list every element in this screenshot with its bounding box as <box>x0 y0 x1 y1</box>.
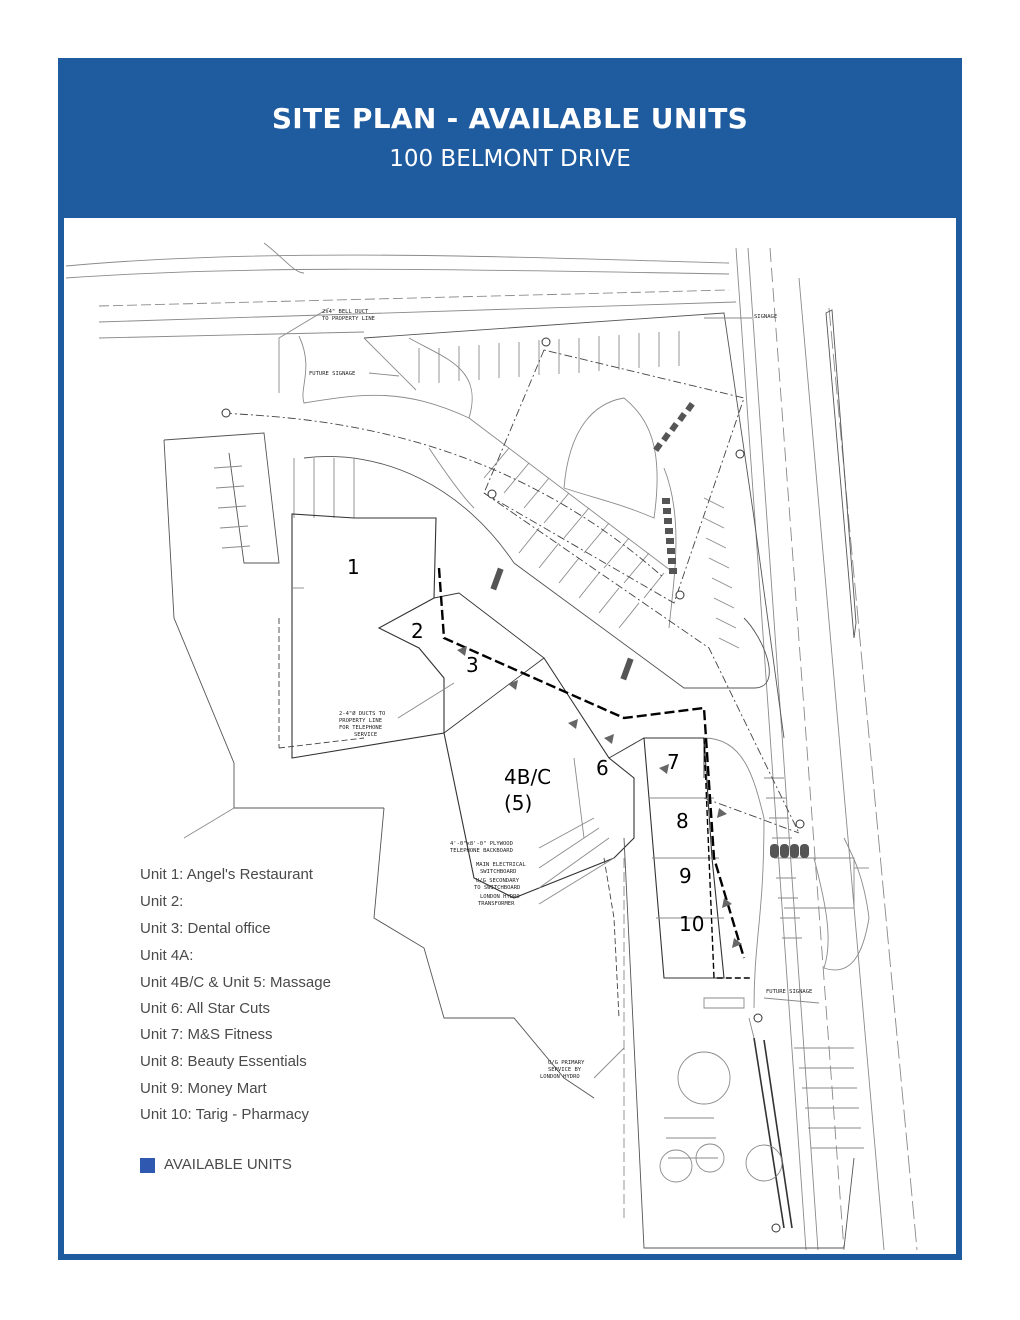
unit-number-label: 9 <box>679 864 692 888</box>
legend-unit-9: Unit 9: Money Mart <box>140 1080 267 1097</box>
header-banner: SITE PLAN - AVAILABLE UNITS 100 BELMONT … <box>58 58 962 218</box>
unit-labels: 1 2 3 4B/C(5) 6 7 8 9 10 <box>347 555 704 936</box>
secondary-label-2: TO SWITCHBOARD <box>474 885 520 891</box>
page-subtitle: 100 BELMONT DRIVE <box>389 146 631 172</box>
unit-number-label: 2 <box>411 619 424 643</box>
unit-number-label: (5) <box>504 791 532 815</box>
bell-duct-label: 2x4" BELL DUCT <box>322 309 369 315</box>
crosswalks <box>490 402 809 858</box>
unit-number-label: 1 <box>347 555 360 579</box>
legend-unit-6: Unit 6: All Star Cuts <box>140 1000 271 1017</box>
legend-unit-4a: Unit 4A: <box>140 947 194 964</box>
legend-unit-3: Unit 3: Dental office <box>140 920 271 937</box>
primary-label: U/G PRIMARY <box>548 1060 585 1066</box>
legend-unit-2: Unit 2: <box>140 893 184 910</box>
signage-label: SIGNAGE <box>754 314 777 320</box>
main-switchboard-label: MAIN ELECTRICAL <box>476 862 526 868</box>
available-units-label: AVAILABLE UNITS <box>164 1156 292 1173</box>
site-plan-drawing: 1 2 3 4B/C(5) 6 7 8 9 10 2x4" BELL DUCT TO PROPE… <box>65 242 918 1251</box>
unit-number-label: 6 <box>596 756 609 780</box>
backboard-label-2: TELEPHONE BACKBOARD <box>450 848 513 854</box>
telephone-ducts-label-3: FOR TELEPHONE <box>339 725 382 731</box>
backboard-label: 4'-0"x8'-0" PLYWOOD <box>450 841 513 847</box>
secondary-label: U/G SECONDARY <box>476 878 520 884</box>
unit-number-label: 8 <box>676 809 689 833</box>
legend-unit-4bc-5: Unit 4B/C & Unit 5: Massage <box>140 974 331 991</box>
future-signage-label-top: FUTURE SIGNAGE <box>309 371 355 377</box>
main-switchboard-label-2: SWITCHBOARD <box>480 869 516 875</box>
legend-unit-7: Unit 7: M&S Fitness <box>140 1026 273 1043</box>
unit-number-label: 10 <box>679 912 704 936</box>
unit-number-label: 7 <box>667 750 680 774</box>
telephone-ducts-label-2: PROPERTY LINE <box>339 718 382 724</box>
primary-label-3: LONDON HYDRO <box>540 1074 580 1080</box>
legend-unit-8: Unit 8: Beauty Essentials <box>140 1053 307 1070</box>
legend-unit-10: Unit 10: Tarig - Pharmacy <box>140 1106 309 1123</box>
primary-label-2: SERVICE BY <box>548 1067 582 1073</box>
light-poles <box>221 337 805 1233</box>
flow-arrows <box>457 646 742 948</box>
future-signage-label-bottom: FUTURE SIGNAGE <box>766 989 812 995</box>
annotation-labels: 2x4" BELL DUCT TO PROPERTY LINE SIGNAGE … <box>309 309 812 1080</box>
page-title: SITE PLAN - AVAILABLE UNITS <box>271 102 749 135</box>
transformer-label: LONDON HYDRO <box>480 894 520 900</box>
legend-unit-1: Unit 1: Angel's Restaurant <box>140 866 313 883</box>
available-units-swatch <box>140 1158 155 1173</box>
site-plan-sheet: 1 2 3 4B/C(5) 6 7 8 9 10 2x4" BELL DUCT TO PROPE… <box>64 218 956 1254</box>
telephone-ducts-label-4: SERVICE <box>354 732 377 738</box>
linework <box>65 242 918 1251</box>
transformer-label-2: TRANSFORMER <box>478 901 515 907</box>
bell-duct-label-2: TO PROPERTY LINE <box>322 316 375 322</box>
service-line <box>437 567 746 959</box>
telephone-ducts-label: 2-4"Ø DUCTS TO <box>339 710 385 717</box>
unit-number-label: 4B/C <box>504 765 551 789</box>
unit-number-label: 3 <box>466 653 479 677</box>
page-frame: SITE PLAN - AVAILABLE UNITS 100 BELMONT … <box>58 58 962 1260</box>
